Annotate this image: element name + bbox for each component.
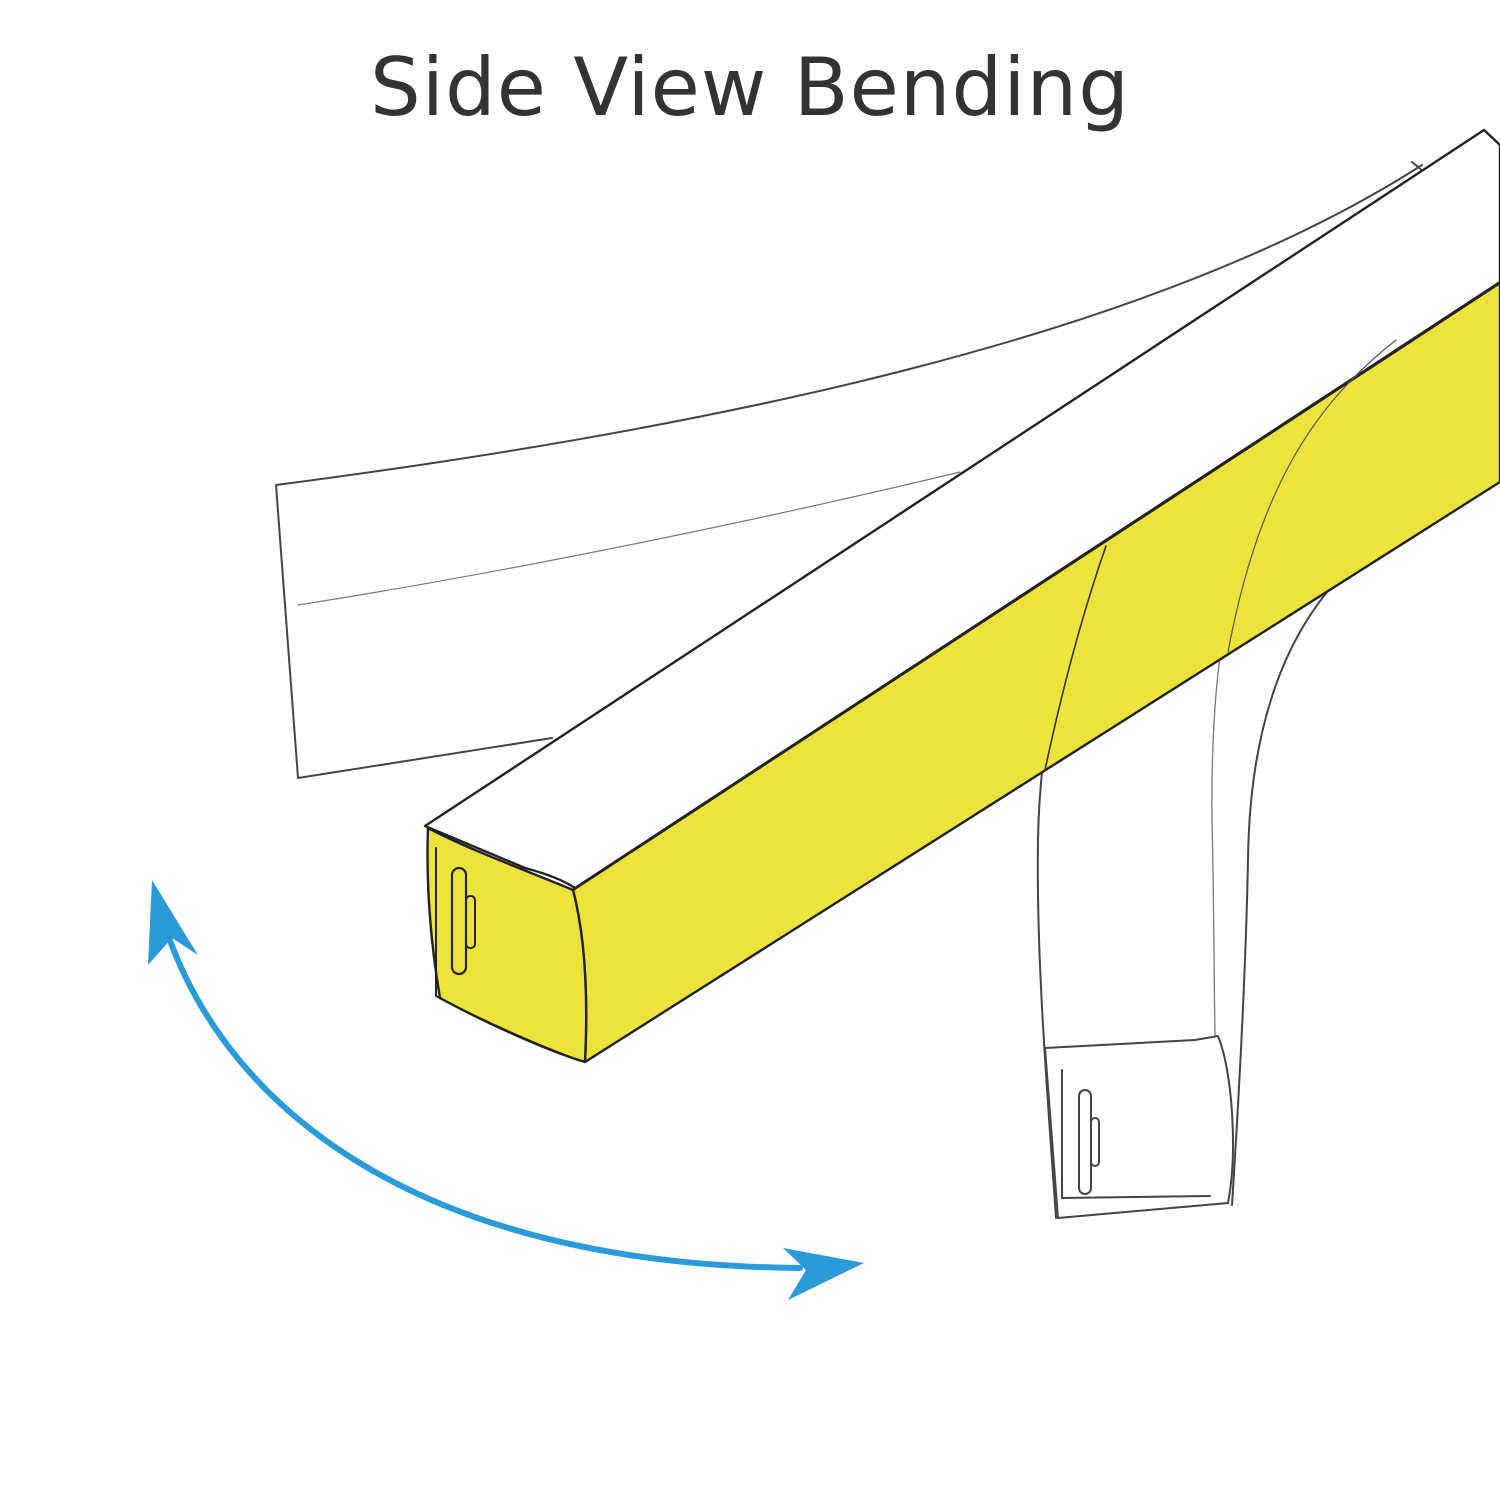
ghost-up-outer-edge: [275, 164, 1423, 486]
main-strip-connector-pin: [465, 895, 476, 949]
ghost-up-mid-line: [297, 471, 961, 606]
main-strip-end-face: [426, 826, 588, 1064]
main-strip-top-face: [423, 128, 1500, 890]
bend-arrow-head-right: [783, 1248, 864, 1300]
ghost-up-left-end: [275, 484, 299, 779]
ghost-down-face-slot: [1061, 1069, 1211, 1199]
ghost-up-bottom-edge: [297, 737, 553, 779]
curved-double-arrow-icon: [148, 880, 864, 1300]
main-strip: [423, 128, 1500, 1064]
ghost-down-connector-slot: [1078, 1089, 1092, 1195]
bend-arrow-arc: [165, 932, 803, 1271]
main-strip-bend-line-2: [1227, 339, 1397, 653]
ghost-down-outer-curve: [1231, 529, 1399, 1206]
ghost-down-end-face: [1044, 1035, 1234, 1219]
ghost-down-connector-pin: [1090, 1117, 1100, 1167]
main-strip-end-face-rim: [435, 847, 579, 1061]
main-strip-bend-line-1: [1044, 545, 1107, 771]
diagram-title: Side View Bending: [369, 41, 1130, 134]
ghost-strip-bent-up: [275, 161, 1425, 779]
bend-arrow-head-top: [148, 880, 198, 965]
